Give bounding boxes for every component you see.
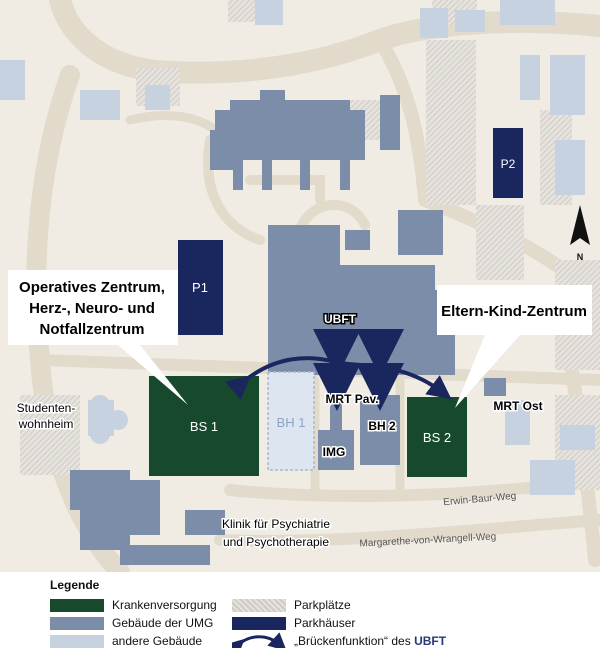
label-klinik-line2: und Psychotherapie (223, 535, 329, 549)
legend-label-parkplaetze: Parkplätze (294, 598, 351, 612)
label-mrt-pav: MRT Pav. (325, 392, 378, 406)
legend-bridge-text: „Brückenfunktion“ des (294, 634, 411, 648)
legend-swatch-umg (50, 617, 104, 630)
legend-bridge-arrow-icon (232, 632, 286, 648)
umg-buildings (70, 90, 506, 565)
campus-map: Operatives Zentrum, Herz-, Neuro- und No… (0, 0, 600, 572)
label-bh2: BH 2 (368, 419, 396, 433)
callout-right-bubble (437, 285, 592, 408)
label-bs2: BS 2 (423, 430, 451, 445)
legend-label-parkhaeuser: Parkhäuser (294, 616, 356, 630)
legend-swatch-parkhaeuser (232, 617, 286, 630)
north-label: N (577, 252, 584, 262)
legend-swatch-parkplaetze (232, 599, 286, 612)
legend-swatch-andere (50, 635, 104, 648)
building-bs2[interactable] (407, 397, 467, 477)
bridge-arrows (225, 329, 452, 411)
legend-swatch-krankenversorgung (50, 599, 104, 612)
roads (26, 0, 600, 572)
legend-label-krankenversorgung: Krankenversorgung (112, 598, 217, 612)
label-ubft: UBFT (324, 312, 357, 326)
legend: Legende Krankenversorgung Gebäude der UM… (0, 572, 600, 658)
callout-operatives-line3: Notfallzentrum (40, 321, 145, 338)
label-img: IMG (323, 445, 346, 459)
legend-label-umg: Gebäude der UMG (112, 616, 214, 630)
label-studentenwohnheim-line2: wohnheim (18, 417, 74, 431)
callout-operatives-line1: Operatives Zentrum, (19, 279, 165, 296)
legend-bridge-ubft: UBFT (414, 634, 447, 648)
label-klinik-line1: Klinik für Psychiatrie (222, 517, 330, 531)
callout-eltern-kind: Eltern-Kind-Zentrum (441, 303, 587, 320)
legend-label-bridge: „Brückenfunktion“ des UBFT (294, 634, 446, 648)
callout-left-bubble (8, 270, 188, 405)
label-mrt-ost: MRT Ost (493, 399, 542, 413)
label-p2: P2 (501, 157, 516, 171)
north-arrow-icon (570, 205, 590, 245)
parking-garage-p1[interactable] (178, 240, 223, 335)
label-p1: P1 (192, 280, 208, 295)
legend-label-andere: andere Gebäude (112, 634, 203, 648)
label-studentenwohnheim-line1: Studenten- (17, 401, 76, 415)
label-bh1: BH 1 (277, 415, 306, 430)
label-bs1: BS 1 (190, 419, 218, 434)
callout-operatives-line2: Herz-, Neuro- und (29, 300, 155, 317)
legend-title: Legende (50, 578, 100, 592)
parking-garage-p2[interactable] (493, 128, 523, 198)
